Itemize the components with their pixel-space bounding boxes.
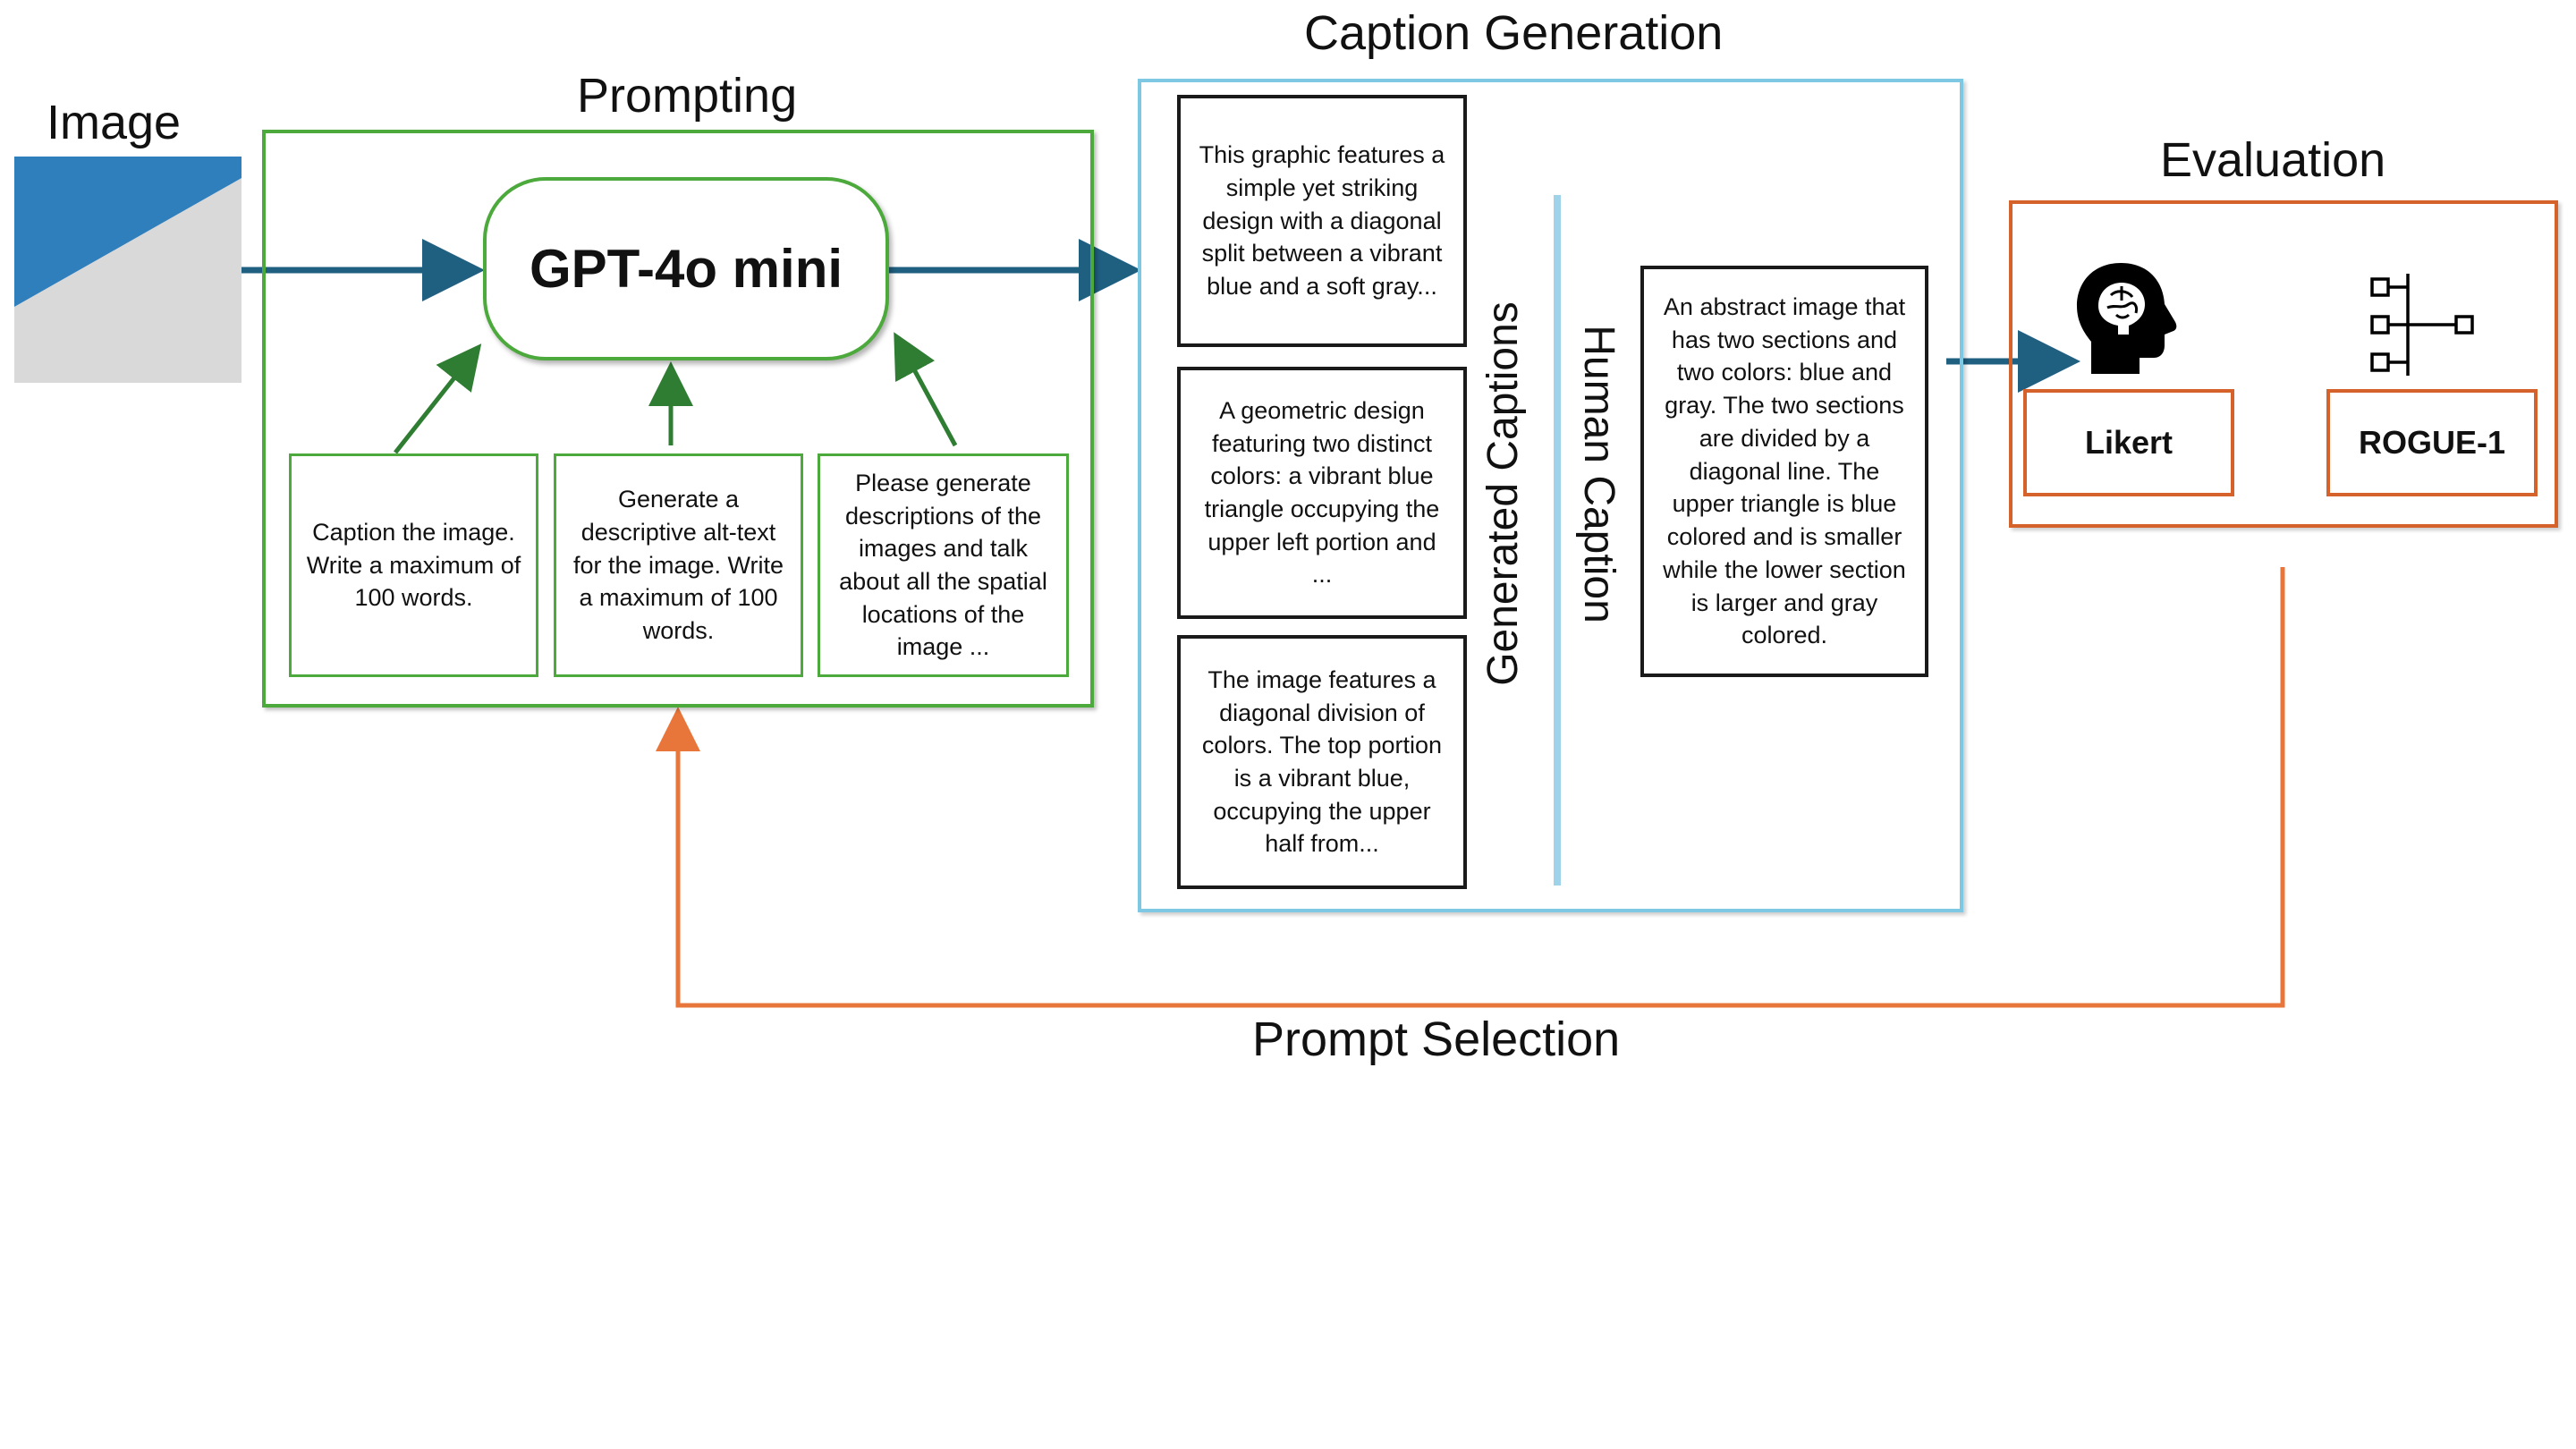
prompt-text-3: Please generate descriptions of the imag… bbox=[839, 469, 1047, 661]
evaluation-frame bbox=[2009, 200, 2558, 528]
metric-rogue-1-label: ROGUE-1 bbox=[2358, 423, 2506, 461]
prompting-section-title: Prompting bbox=[577, 69, 798, 123]
feedback-loop-line bbox=[656, 567, 2285, 1008]
prompt-card-1: Caption the image. Write a maximum of 10… bbox=[289, 453, 538, 677]
generated-caption-card-2: A geometric design featuring two distinc… bbox=[1177, 367, 1467, 619]
prompting-section-frame bbox=[262, 130, 1094, 708]
metric-likert-label: Likert bbox=[2084, 423, 2174, 461]
generated-caption-card-3: The image features a diagonal division o… bbox=[1177, 635, 1467, 889]
metric-likert: Likert bbox=[2023, 389, 2234, 496]
generated-caption-card-1: This graphic features a simple yet strik… bbox=[1177, 95, 1467, 347]
prompt-selection-label: Prompt Selection bbox=[1252, 1013, 1621, 1066]
arrow-prompt-1-to-model bbox=[394, 343, 482, 454]
metric-rogue-1: ROGUE-1 bbox=[2326, 389, 2538, 496]
prompt-card-2: Generate a descriptive alt-text for the … bbox=[554, 453, 803, 677]
prompt-card-3: Please generate descriptions of the imag… bbox=[818, 453, 1069, 677]
model-label: GPT-4o mini bbox=[529, 239, 843, 299]
caption-generation-title: Caption Generation bbox=[1304, 6, 1724, 60]
prompt-text-1: Caption the image. Write a maximum of 10… bbox=[306, 518, 521, 612]
generated-captions-label: Generated Captions bbox=[1479, 301, 1527, 686]
generated-caption-text-2: A geometric design featuring two distinc… bbox=[1204, 396, 1440, 589]
human-caption-text: An abstract image that has two sections … bbox=[1663, 293, 1906, 649]
arrow-prompt-3-to-model bbox=[894, 332, 958, 447]
generated-caption-text-1: This graphic features a simple yet strik… bbox=[1199, 141, 1445, 301]
caption-generation-frame bbox=[1138, 79, 1963, 912]
human-caption-card: An abstract image that has two sections … bbox=[1640, 266, 1928, 677]
human-caption-label: Human Caption bbox=[1575, 325, 1623, 623]
brain-head-icon bbox=[2077, 263, 2177, 374]
generated-caption-text-3: The image features a diagonal division o… bbox=[1201, 665, 1443, 858]
image-section-title: Image bbox=[47, 96, 182, 149]
evaluation-section-title: Evaluation bbox=[2160, 133, 2386, 187]
model-node: GPT-4o mini bbox=[483, 177, 889, 360]
input-image-thumbnail bbox=[14, 157, 242, 383]
tree-structure-icon bbox=[2370, 274, 2474, 376]
prompt-text-2: Generate a descriptive alt-text for the … bbox=[572, 486, 784, 645]
